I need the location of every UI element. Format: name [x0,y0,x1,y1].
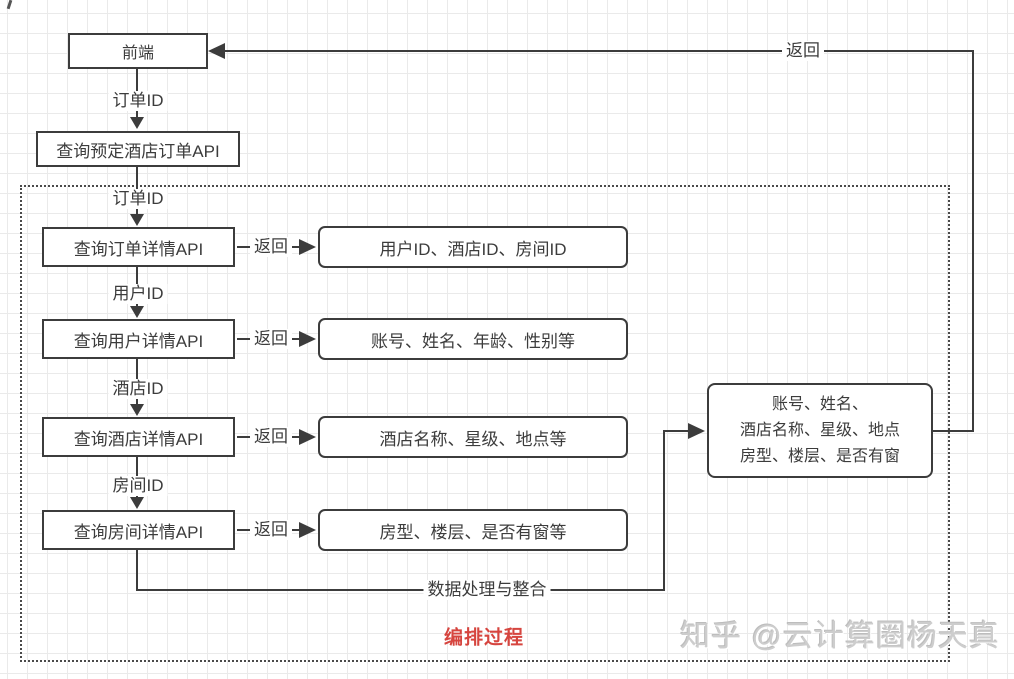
node-order-detail-result-label: 用户ID、酒店ID、房间ID [379,239,567,259]
node-order-detail-result: 用户ID、酒店ID、房间ID [318,226,628,268]
edge-return-vertical [972,50,974,432]
node-room-detail-result-label: 房型、楼层、是否有窗等 [379,522,567,542]
edge-process-up [663,431,665,591]
edge-process-horizontal [136,589,665,591]
arrow-right-icon [299,522,316,538]
edge-return-horizontal [224,50,974,52]
node-user-detail-result: 账号、姓名、年龄、性别等 [318,318,628,360]
node-hotel-detail-api-label: 查询酒店详情API [73,429,204,449]
watermark: 知乎 @云计算圈杨天真 [680,620,1000,653]
merged-result-line1: 账号、姓名、 [771,395,868,413]
node-user-detail-api: 查询用户详情API [42,319,235,359]
arrow-down-icon [130,214,144,226]
node-order-detail-api: 查询订单详情API [42,227,235,267]
edge-label-return: 返回 [782,41,824,61]
node-order-detail-api-label: 查询订单详情API [73,239,204,259]
orchestration-boundary [20,185,950,662]
edge-label-order-id-inner: 订单ID [108,189,168,209]
merged-result-line2: 酒店名称、星级、地点 [739,421,900,439]
node-frontend-label: 前端 [121,45,154,62]
node-hotel-detail-api: 查询酒店详情API [42,417,235,457]
arrow-down-icon [130,117,144,129]
node-user-detail-api-label: 查询用户详情API [73,331,204,351]
edge-merge-out [933,430,974,432]
node-room-detail-result: 房型、楼层、是否有窗等 [318,509,628,551]
node-booking-api-label: 查询预定酒店订单API [56,141,220,161]
edge-label-row2-return: 返回 [250,329,292,349]
orchestration-caption: 编排过程 [443,627,525,649]
edge-label-order-id-top: 订单ID [108,91,168,111]
node-hotel-detail-result: 酒店名称、星级、地点等 [318,416,628,458]
node-room-detail-api: 查询房间详情API [42,510,235,550]
edge-row4-down [136,550,138,591]
edge-process-into-merge [663,430,693,432]
edge-label-row4-return: 返回 [250,520,292,540]
node-booking-api: 查询预定酒店订单API [36,131,240,167]
arrow-right-icon [299,331,316,347]
edge-label-process: 数据处理与整合 [423,580,551,600]
merged-result-line3: 房型、楼层、是否有窗 [739,447,900,465]
edge-label-row3-return: 返回 [250,427,292,447]
edge-artifact [6,0,13,10]
arrow-right-icon [299,429,316,445]
node-user-detail-result-label: 账号、姓名、年龄、性别等 [371,331,575,351]
node-hotel-detail-result-label: 酒店名称、星级、地点等 [379,429,567,449]
arrow-right-icon [688,423,705,439]
arrow-left-icon [208,43,225,59]
edge-label-user-id: 用户ID [108,284,168,304]
arrow-down-icon [130,404,144,416]
edge-label-row1-return: 返回 [250,237,292,257]
arrow-down-icon [130,497,144,509]
arrow-right-icon [299,239,316,255]
edge-label-room-id: 房间ID [108,476,168,496]
node-room-detail-api-label: 查询房间详情API [73,522,204,542]
arrow-down-icon [130,306,144,318]
node-frontend: 前端 [68,33,208,69]
node-merged-result: 账号、姓名、 酒店名称、星级、地点 房型、楼层、是否有窗 [707,383,933,478]
edge-label-hotel-id: 酒店ID [108,379,168,399]
